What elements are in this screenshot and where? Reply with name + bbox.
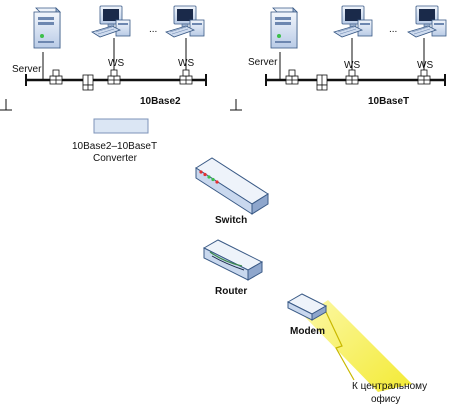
bnc-t-connector-icon <box>179 69 193 85</box>
ellipsis-label: ... <box>389 24 397 35</box>
modem-icon <box>286 293 328 321</box>
server-label: Server <box>248 57 278 68</box>
converter-box <box>93 118 149 134</box>
terminator-icon <box>230 99 242 111</box>
bnc-t-connector-icon <box>49 69 63 85</box>
bnc-t-connector-icon <box>345 69 359 85</box>
ws-label: WS <box>417 60 433 71</box>
bnc-t-connector-icon <box>285 69 299 85</box>
router-icon <box>202 239 264 281</box>
segment-10baset: Server ... WS WS 10BaseT <box>230 5 447 111</box>
ws-label: WS <box>108 58 124 69</box>
switch-label: Switch <box>215 215 247 226</box>
server-icon <box>270 7 298 49</box>
bnc-t-connector-icon <box>316 74 328 91</box>
desktop-computer-icon <box>407 5 447 38</box>
converter: 10Base2–10BaseT Converter <box>72 118 157 164</box>
central-office-label: офису <box>371 393 400 405</box>
segment-label: 10BaseT <box>368 96 409 107</box>
lightning-bolt-icon <box>304 300 412 392</box>
bnc-t-connector-icon <box>107 69 121 85</box>
segment-label: 10Base2 <box>140 96 181 107</box>
bnc-t-connector-icon <box>82 74 94 91</box>
router-label: Router <box>215 286 247 297</box>
desktop-computer-icon <box>91 5 131 38</box>
server-icon <box>33 7 61 49</box>
desktop-computer-icon <box>333 5 373 38</box>
central-office-label: К центральному <box>352 381 427 392</box>
ellipsis-label: ... <box>149 24 157 35</box>
converter-label: Converter <box>93 153 138 164</box>
desktop-computer-icon <box>165 5 205 38</box>
network-switch-icon <box>195 157 269 215</box>
modem-label: Modem <box>290 326 325 337</box>
terminator-icon <box>0 99 12 111</box>
bnc-t-connector-icon <box>417 69 431 85</box>
server-label: Server <box>12 64 42 75</box>
converter-label: 10Base2–10BaseT <box>72 141 157 152</box>
segment-10base2: Server ... WS WS 10Base2 <box>0 5 207 111</box>
